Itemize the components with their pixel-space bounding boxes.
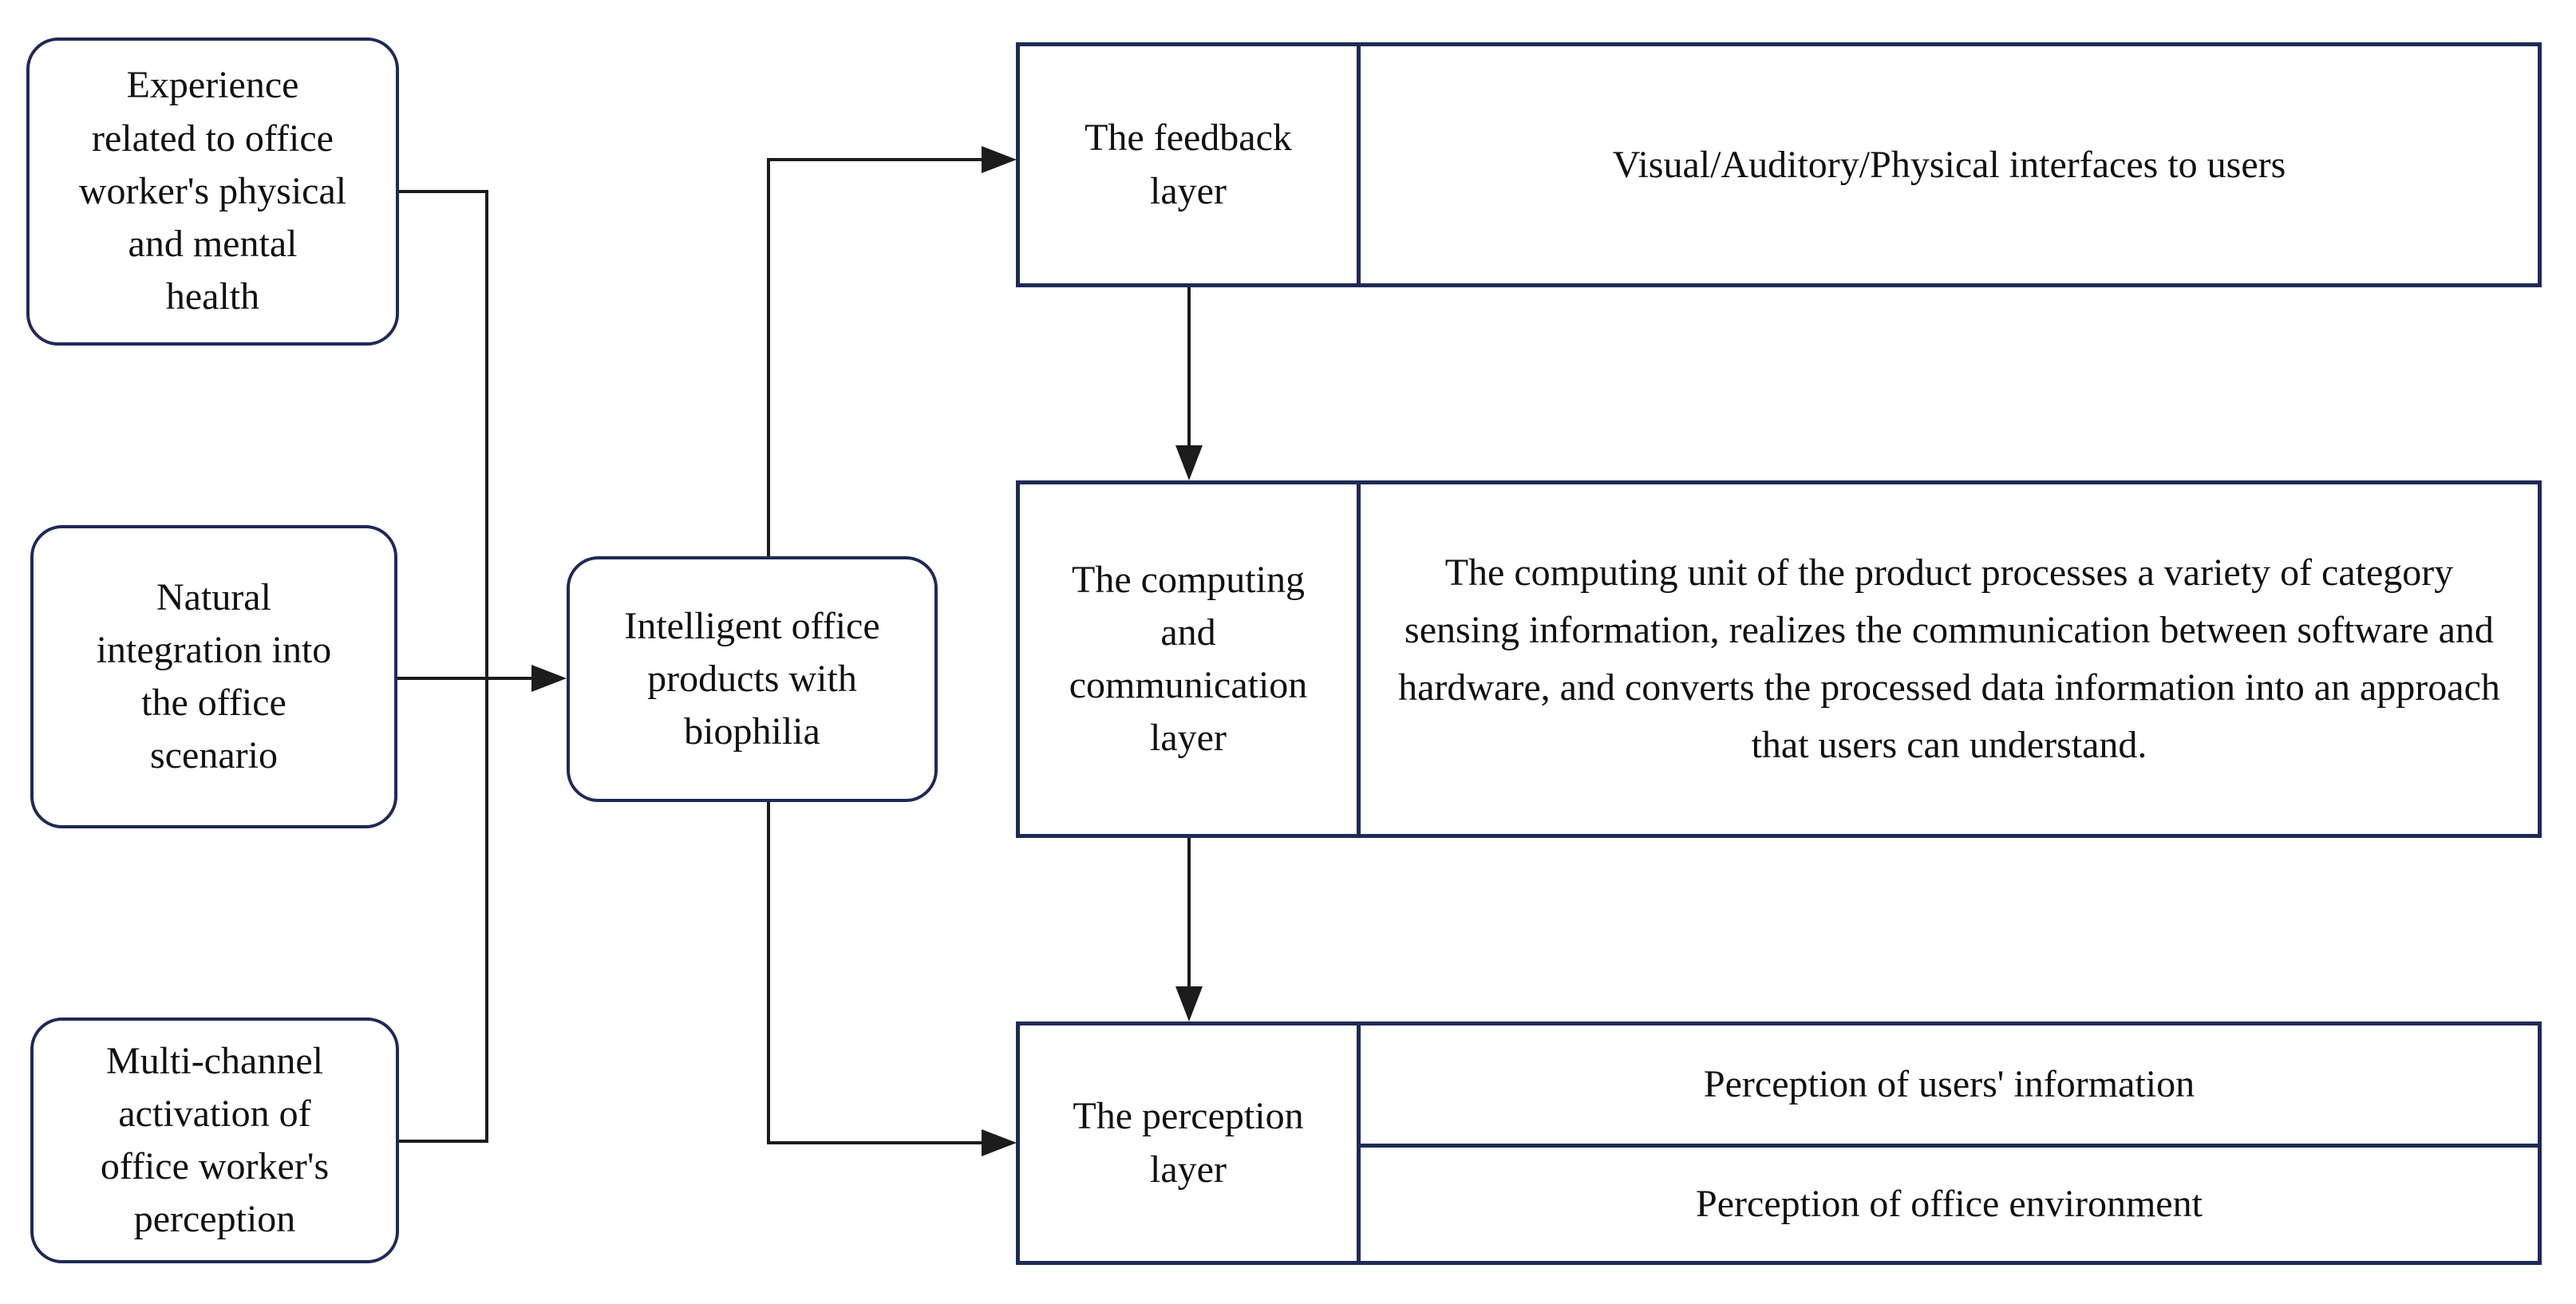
- feedback-layer-content-cell: Visual/Auditory/Physical interfaces to u…: [1361, 46, 2538, 283]
- computing-layer-label: The computing and communication layer: [1069, 558, 1308, 760]
- perception-layer-label-cell: The perception layer: [1020, 1025, 1361, 1261]
- layer-row-perception: The perception layer Perception of users…: [1016, 1021, 2542, 1265]
- hub-to-perception-arrowhead: [982, 1129, 1017, 1156]
- feedback-to-computing-arrowhead: [1175, 445, 1203, 480]
- perception-environment-description: Perception of office environment: [1696, 1183, 2203, 1226]
- input-box-multi-channel-label: Multi-channel activation of office worke…: [100, 1039, 330, 1241]
- hub-to-feedback-arrowhead: [982, 146, 1017, 173]
- input-box-experience: Experience related to office worker's ph…: [26, 38, 399, 346]
- perception-users-description: Perception of users' information: [1703, 1063, 2195, 1106]
- computing-layer-label-cell: The computing and communication layer: [1020, 484, 1361, 834]
- layer-row-feedback: The feedback layer Visual/Auditory/Physi…: [1016, 42, 2542, 287]
- input-box-natural-integration-label: Natural integration into the office scen…: [96, 575, 332, 777]
- perception-environment-cell: Perception of office environment: [1361, 1143, 2538, 1262]
- input-box-natural-integration: Natural integration into the office scen…: [30, 525, 397, 828]
- hub-box-label: Intelligent office products with biophil…: [624, 604, 880, 753]
- perception-layer-content-column: Perception of users' information Percept…: [1361, 1025, 2538, 1261]
- feedback-layer-label-cell: The feedback layer: [1020, 46, 1361, 283]
- bus-to-hub-arrowhead: [531, 665, 567, 692]
- layer-row-computing: The computing and communication layer Th…: [1016, 480, 2542, 838]
- computing-to-perception-arrowhead: [1175, 986, 1203, 1021]
- computing-layer-content-cell: The computing unit of the product proces…: [1361, 484, 2538, 834]
- perception-layer-label: The perception layer: [1073, 1095, 1304, 1191]
- perception-users-cell: Perception of users' information: [1361, 1025, 2538, 1144]
- input-box-experience-label: Experience related to office worker's ph…: [78, 64, 347, 318]
- hub-box-intelligent-office-products: Intelligent office products with biophil…: [567, 556, 938, 802]
- input-box-multi-channel: Multi-channel activation of office worke…: [30, 1018, 399, 1263]
- feedback-layer-label: The feedback layer: [1085, 117, 1292, 212]
- computing-layer-description: The computing unit of the product proces…: [1398, 551, 2500, 766]
- feedback-layer-description: Visual/Auditory/Physical interfaces to u…: [1612, 143, 2286, 186]
